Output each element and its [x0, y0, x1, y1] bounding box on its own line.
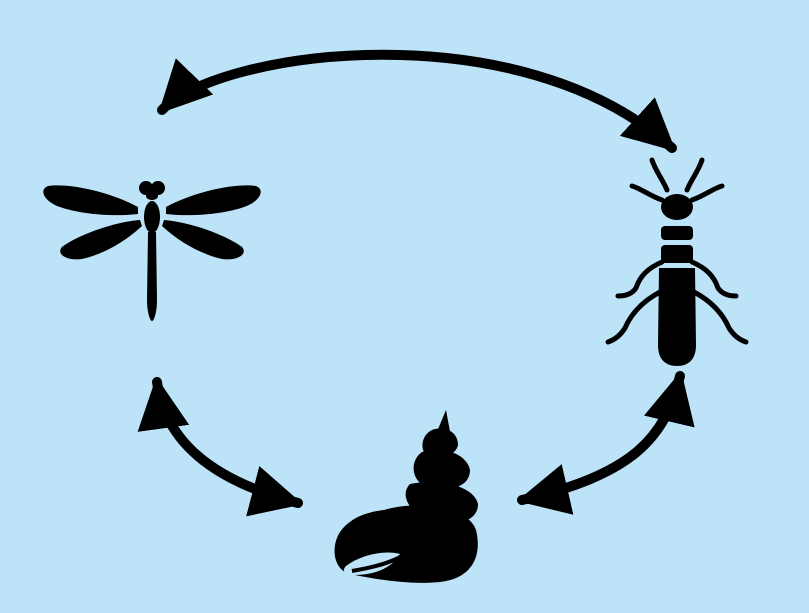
diagram-canvas — [0, 0, 809, 613]
food-web-diagram — [0, 0, 809, 613]
